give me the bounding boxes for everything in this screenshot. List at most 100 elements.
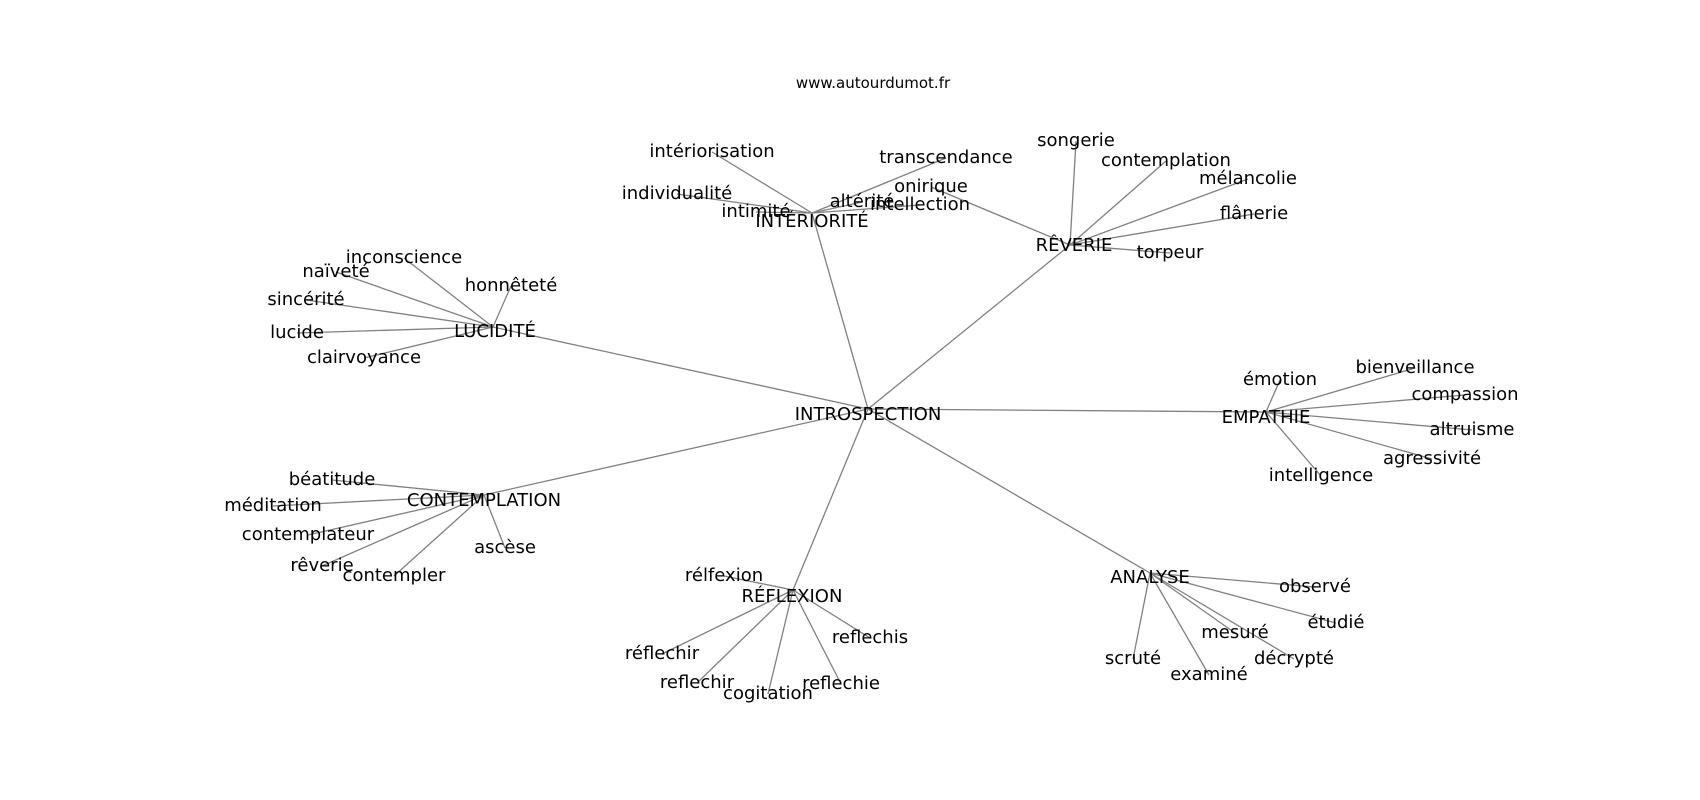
edge-reflexion-reflechie <box>792 589 842 685</box>
node-word-compassion: compassion <box>1411 384 1518 405</box>
node-word-clairvoyance: clairvoyance <box>307 347 421 368</box>
node-word-altruisme: altruisme <box>1430 419 1515 440</box>
edge-lucidite-clairvoyance <box>363 326 494 359</box>
node-word-melancolie: mélancolie <box>1199 168 1297 189</box>
edge-center-reflexion <box>792 408 869 591</box>
edge-empathie-emotion <box>1265 379 1281 413</box>
edge-reflexion-reflechir <box>661 589 794 655</box>
site-title: www.autourdumot.fr <box>796 74 951 92</box>
node-word-intellection: intellection <box>870 194 970 215</box>
edge-reflexion-reflechis <box>792 589 871 639</box>
edge-reflexion-cogitation <box>767 589 794 695</box>
node-hub-reverie: RÊVERIE <box>1036 234 1113 256</box>
node-word-inconscience: inconscience <box>346 247 462 268</box>
edge-analyse-observe <box>1149 572 1316 588</box>
edge-lucidite-honnetete <box>492 285 512 328</box>
edge-reflexion-reflechir <box>696 589 794 684</box>
edge-reverie-onirique <box>930 186 1071 246</box>
edge-contemplation-contemplateur <box>307 494 485 536</box>
node-word-contempler: contempler <box>343 565 446 586</box>
edge-contemplation-beatitude <box>331 479 485 496</box>
edge-reflexion-relfexion <box>723 575 794 591</box>
edge-interiorite-interiorisation <box>711 151 813 214</box>
node-word-transcendance: transcendance <box>879 147 1013 168</box>
edge-reverie-melancolie <box>1069 178 1249 246</box>
node-word-scrute: scruté <box>1105 648 1161 669</box>
edge-analyse-scrute <box>1132 572 1151 660</box>
node-word-reflechir: réflechir <box>625 643 700 664</box>
edge-analyse-decrypte <box>1149 572 1295 660</box>
edge-analyse-examine <box>1149 572 1210 676</box>
node-word-mesure: mesuré <box>1201 622 1268 643</box>
node-word-examine: examiné <box>1170 664 1247 685</box>
node-word-onirique: onirique <box>894 176 968 197</box>
node-word-agressivite: agressivité <box>1383 448 1481 469</box>
node-hub-empathie: EMPATHIE <box>1222 407 1311 428</box>
edge-reverie-contemplation <box>1069 160 1167 246</box>
node-word-interiorisation: intériorisation <box>649 141 774 162</box>
edge-empathie-bienveillance <box>1265 367 1416 413</box>
node-word-flanerie: flânerie <box>1220 203 1288 224</box>
node-word-reverie: rêverie <box>290 555 353 576</box>
edge-reverie-flanerie <box>1069 213 1255 246</box>
edge-empathie-compassion <box>1265 394 1466 413</box>
node-word-ascese: ascèse <box>474 537 536 558</box>
edge-interiorite-alterite <box>811 201 863 214</box>
node-word-beatitude: béatitude <box>289 469 376 490</box>
node-hub-analyse: ANALYSE <box>1110 567 1190 588</box>
node-word-contemplateur: contemplateur <box>242 524 375 545</box>
edge-lucidite-naivete <box>335 271 494 328</box>
edge-interiorite-transcendance <box>811 157 947 214</box>
node-word-cogitation: cogitation <box>723 683 813 704</box>
node-word-reflechir: reflechir <box>660 672 735 693</box>
node-hub-reflexion: RÉFLEXION <box>742 585 843 607</box>
node-word-meditation: méditation <box>224 495 322 516</box>
node-center-introspection: INTROSPECTION <box>795 404 942 425</box>
edge-center-empathie <box>867 408 1267 413</box>
node-word-relfexion: rélfexion <box>685 565 763 586</box>
edge-contemplation-reverie <box>321 494 485 567</box>
edge-contemplation-contempler <box>393 494 485 577</box>
node-word-intelligence: intelligence <box>1269 465 1373 486</box>
node-word-naivete: naïveté <box>302 261 369 282</box>
node-word-individualite: individualité <box>622 183 733 204</box>
edge-contemplation-meditation <box>272 494 485 507</box>
edge-interiorite-intellection <box>811 204 921 214</box>
node-word-etudie: étudié <box>1307 612 1364 633</box>
node-word-reflechis: reflechis <box>832 627 908 648</box>
edge-center-contemplation <box>483 408 869 496</box>
node-word-reflechie: reflechie <box>802 673 880 694</box>
node-word-observe: observé <box>1279 576 1351 597</box>
edge-center-lucidite <box>492 326 869 410</box>
edge-center-analyse <box>867 408 1151 574</box>
edge-lucidite-sincerite <box>305 299 494 328</box>
edge-center-reverie <box>867 244 1071 410</box>
edge-empathie-altruisme <box>1265 411 1473 431</box>
node-word-emotion: émotion <box>1243 369 1317 390</box>
node-word-contemplation: contemplation <box>1101 150 1231 171</box>
node-hub-contemplation: CONTEMPLATION <box>407 490 561 511</box>
node-hub-lucidite: LUCIDITÉ <box>454 320 536 342</box>
edge-empathie-intelligence <box>1265 411 1322 477</box>
edge-analyse-etudie <box>1149 572 1337 624</box>
node-word-torpeur: torpeur <box>1137 242 1204 263</box>
edge-analyse-mesure <box>1149 572 1236 634</box>
node-word-honnetete: honnêteté <box>465 275 558 296</box>
node-word-intimite: intimité <box>721 201 790 222</box>
edge-reverie-songerie <box>1069 140 1077 246</box>
edge-lucidite-lucide <box>296 326 494 334</box>
edge-center-interiorite <box>811 212 869 410</box>
node-word-decrypte: décrypté <box>1254 648 1334 669</box>
edge-interiorite-intimite <box>755 211 813 214</box>
node-word-alterite: altérité <box>830 191 895 212</box>
node-word-lucide: lucide <box>270 322 324 343</box>
node-word-songerie: songerie <box>1037 130 1115 151</box>
edge-reverie-torpeur <box>1069 244 1171 254</box>
edge-empathie-agressivite <box>1265 411 1433 460</box>
node-word-sincerite: sincérité <box>267 289 344 310</box>
edge-interiorite-individualite <box>676 193 813 214</box>
edge-contemplation-ascese <box>483 494 506 549</box>
edge-lucidite-inconscience <box>403 257 494 328</box>
